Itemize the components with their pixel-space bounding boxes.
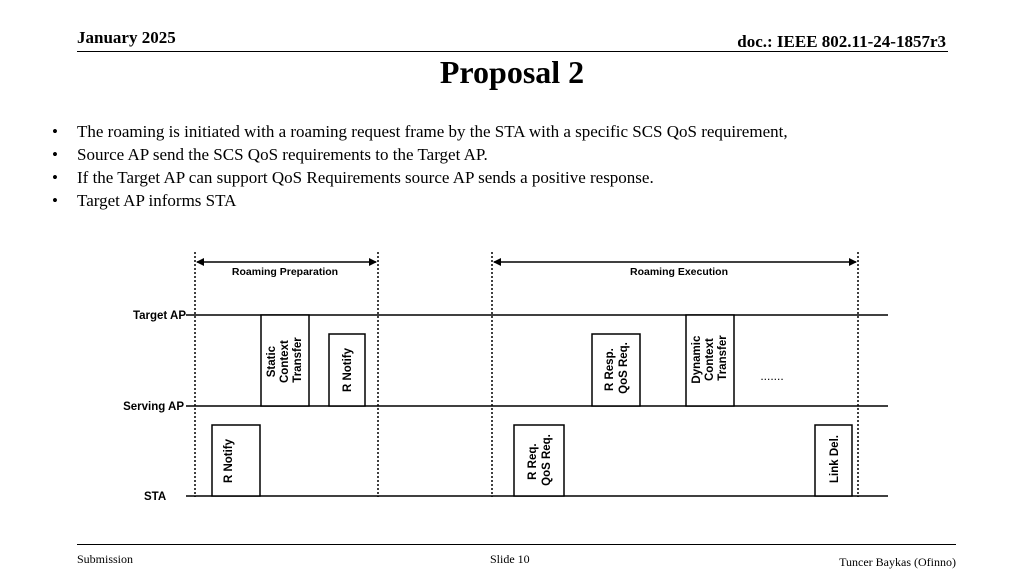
sta-label: STA (144, 491, 166, 503)
bullet-item: • Source AP send the SCS QoS requirements… (48, 143, 948, 166)
box-label-line: Context (279, 340, 291, 383)
bullet-dot: • (52, 145, 58, 164)
roaming-execution-label: Roaming Execution (630, 266, 728, 278)
bullet-text: Target AP informs STA (77, 191, 237, 210)
bullet-dot: • (52, 168, 58, 187)
box-label-line: R Notify (342, 347, 354, 392)
bullet-item: • If the Target AP can support QoS Requir… (48, 166, 948, 189)
bullet-item: • Target AP informs STA (48, 189, 948, 212)
r-notify-sta-label: R Notify (223, 438, 235, 483)
box-label-line: Transfer (717, 335, 729, 381)
box-label-line: Static (266, 345, 278, 377)
box-label-line: QoS Req. (618, 342, 630, 394)
roaming-preparation-label: Roaming Preparation (232, 266, 338, 278)
box-label-line: R Resp. (604, 348, 616, 391)
link-del-label: Link Del. (829, 435, 841, 483)
box-label-line: QoS Req. (541, 434, 553, 486)
static-context-transfer-label: Static Context Transfer (266, 337, 304, 383)
bullet-dot: • (52, 191, 58, 210)
bullet-dot: • (52, 122, 58, 141)
bullet-text: The roaming is initiated with a roaming … (77, 122, 788, 141)
box-label-line: R Req. (527, 443, 539, 479)
r-notify-ap-label: R Notify (342, 347, 354, 392)
r-notify-sta-box (211, 424, 261, 497)
footer-submission: Submission (77, 552, 134, 566)
r-resp-box (591, 333, 641, 407)
header-date: January 2025 (77, 28, 176, 47)
link-del-box (814, 424, 853, 497)
box-label-line: Transfer (292, 337, 304, 383)
header-rule (77, 51, 948, 52)
r-req-label: R Req. QoS Req. (527, 434, 553, 486)
box-label-line: Context (704, 338, 716, 381)
continuation-ellipsis: ....... (760, 369, 783, 383)
box-label-line: Dynamic (691, 335, 703, 384)
bullet-text: Source AP send the SCS QoS requirements … (77, 145, 488, 164)
bullet-text: If the Target AP can support QoS Require… (77, 168, 654, 187)
target-ap-label: Target AP (133, 310, 186, 322)
dynamic-context-transfer-box (685, 314, 735, 407)
dynamic-context-transfer-label: Dynamic Context Transfer (691, 332, 729, 383)
header-doc-id: doc.: IEEE 802.11-24-1857r3 (737, 32, 946, 51)
footer-rule (77, 544, 956, 545)
static-context-transfer-box (260, 314, 310, 407)
bullet-list: • The roaming is initiated with a roaming… (48, 120, 948, 212)
serving-ap-label: Serving AP (123, 401, 184, 413)
r-notify-ap-box (328, 333, 366, 407)
box-label-line: Link Del. (829, 435, 841, 483)
r-req-box (513, 424, 565, 497)
r-resp-label: R Resp. QoS Req. (604, 342, 630, 394)
footer-slide-number: Slide 10 (490, 552, 530, 566)
box-label-line: R Notify (223, 438, 235, 483)
footer-author: Tuncer Baykas (Ofinno) (839, 555, 956, 569)
bullet-item: • The roaming is initiated with a roaming… (48, 120, 948, 143)
slide-title: Proposal 2 (439, 54, 585, 90)
